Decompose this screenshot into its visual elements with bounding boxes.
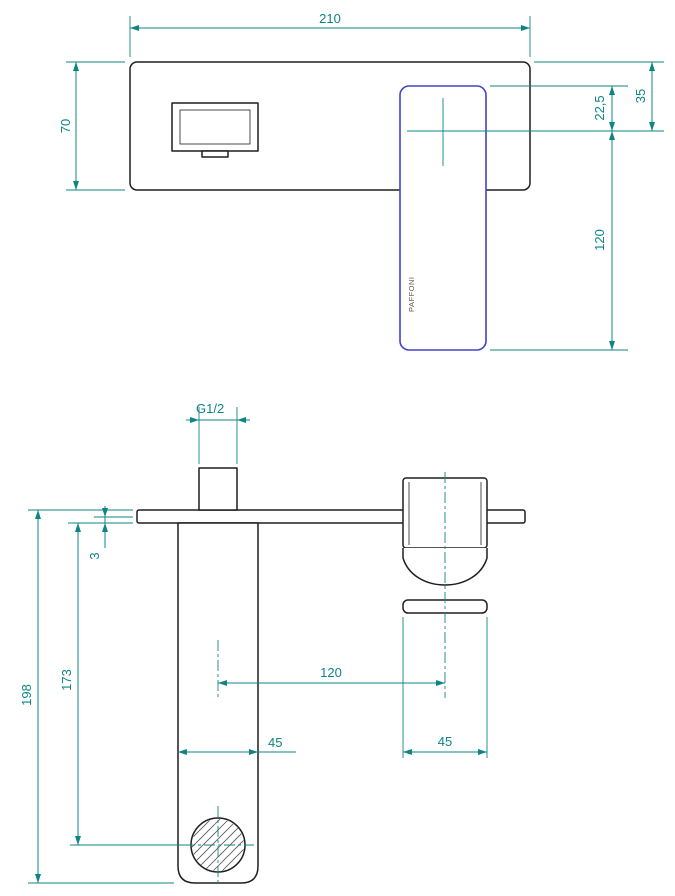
- aerator: [70, 806, 254, 886]
- dim-label-35: 35: [633, 89, 648, 103]
- inlet-fitting: [198, 467, 238, 511]
- side-view: G1/2 3 173 198: [19, 401, 526, 886]
- dim-label-173: 173: [59, 669, 74, 691]
- dimension-198: 198: [19, 509, 174, 884]
- front-view: PAFFONI 210 70: [58, 11, 664, 351]
- spout-body-side: [177, 522, 259, 884]
- mixer-handle-front: [171, 102, 259, 158]
- dimension-120-side: 120: [218, 665, 445, 686]
- brand-text: PAFFONI: [407, 277, 416, 312]
- dimension-70: 70: [58, 61, 125, 191]
- dimension-22-5: 22,5: [592, 86, 615, 131]
- dimension-3: 3: [87, 506, 133, 560]
- dimension-120-front: 120: [592, 131, 615, 350]
- spout-centerlines: [407, 98, 664, 166]
- dimension-45-left: 45: [178, 735, 296, 755]
- dim-label-45-left: 45: [268, 735, 282, 750]
- dim-label-210: 210: [319, 11, 341, 26]
- dim-label-120-side: 120: [320, 665, 342, 680]
- dim-label-70: 70: [58, 119, 73, 133]
- side-centerlines: [217, 472, 446, 698]
- right-extension-lines: [490, 61, 664, 351]
- dimension-210: 210: [129, 11, 531, 57]
- dim-label-120-front: 120: [592, 229, 607, 251]
- dim-label-22-5: 22,5: [592, 95, 607, 120]
- dim-label-g12: G1/2: [196, 401, 224, 416]
- dim-label-45-right: 45: [438, 734, 452, 749]
- dim-label-198: 198: [19, 684, 34, 706]
- dimension-35: 35: [633, 62, 655, 131]
- dimension-g12: G1/2: [186, 401, 250, 464]
- dimension-173: 173: [59, 522, 133, 845]
- dim-label-3: 3: [87, 552, 102, 559]
- spout-front: [399, 85, 487, 351]
- dimension-45-right: 45: [402, 617, 488, 758]
